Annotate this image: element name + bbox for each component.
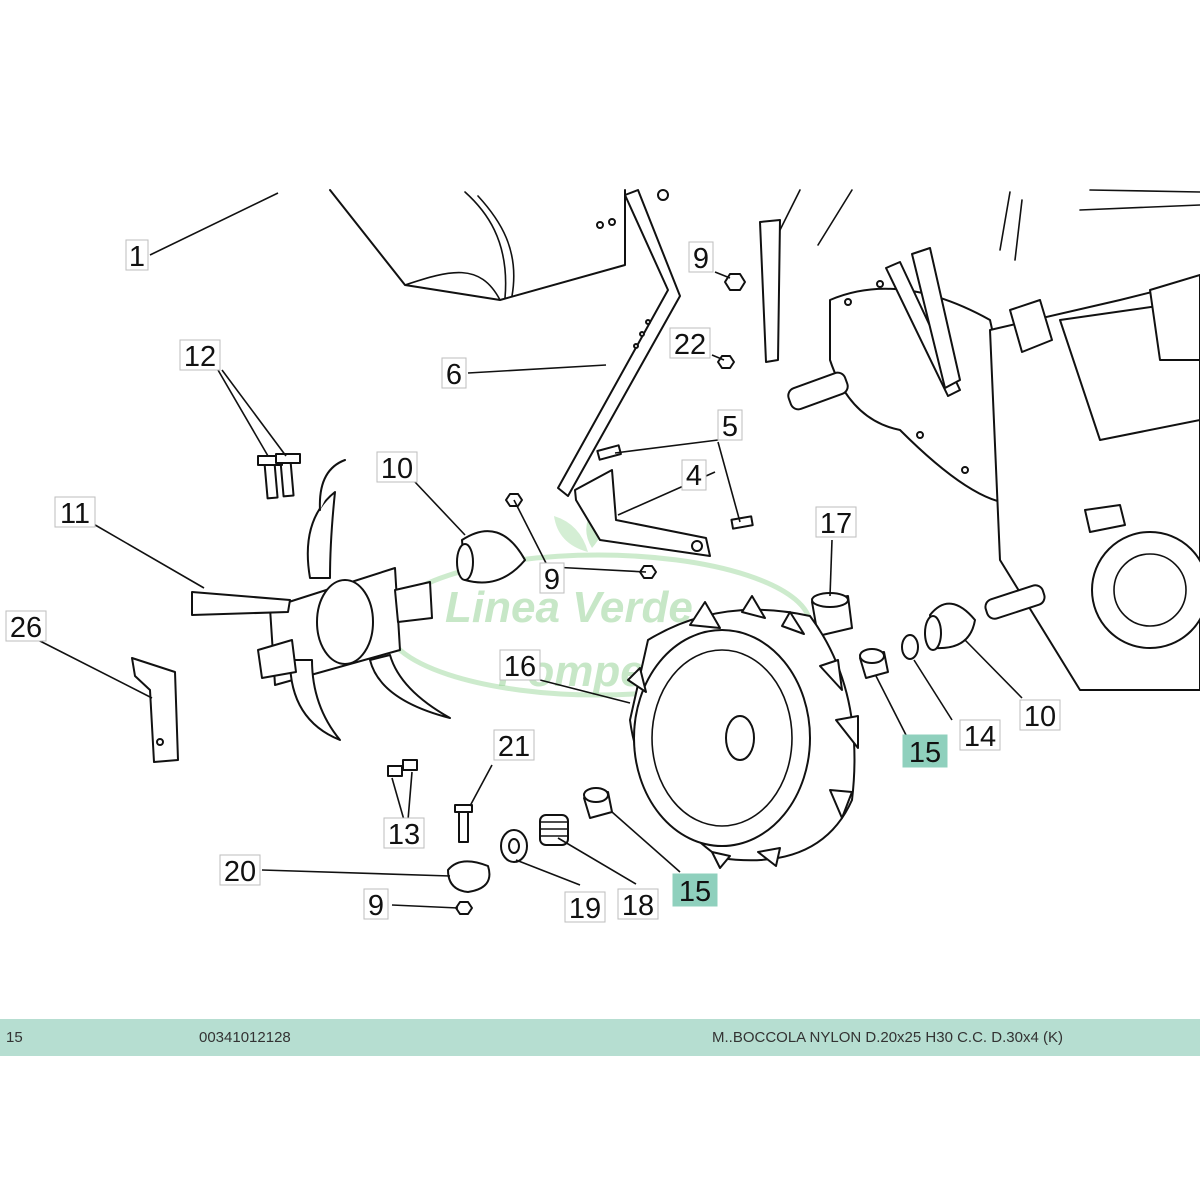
callout-label: 12 [184,341,216,373]
callout-label: 1 [129,241,145,273]
part-spring-18 [539,814,569,846]
part-blade-26 [131,657,179,763]
callout-label: 10 [1024,701,1056,733]
part-wheel-16 [627,595,859,869]
callout-9: 9 [363,888,389,922]
callout-15-highlighted[interactable]: 15 [672,873,718,908]
callout-label: 15 [679,876,711,908]
callout-label: 9 [544,564,560,596]
part-hub-cap-right [924,602,976,651]
callout-label: 20 [224,856,256,888]
callout-label: 17 [820,508,852,540]
callout-4: 4 [681,459,707,492]
part-description: M..BOCCOLA NYLON D.20x25 H30 C.C. D.30x4… [712,1029,1063,1046]
callout-16: 16 [499,649,541,683]
part-code: 00341012128 [199,1029,291,1046]
part-tine-assembly [191,459,451,741]
callout-label: 13 [388,819,420,851]
callout-26: 26 [5,610,47,644]
callout-11: 11 [54,496,96,530]
callout-14: 14 [959,719,1001,753]
callout-21: 21 [493,729,535,763]
callout-label: 9 [368,890,384,922]
part-cap-20 [447,860,491,893]
leader-lines [37,192,1023,909]
callout-label: 19 [569,893,601,925]
part-shield [329,189,669,301]
callout-label: 9 [693,243,709,275]
part-pin-21 [454,804,473,843]
callout-label: 4 [686,460,702,492]
callout-18: 18 [617,888,659,922]
callout-20: 20 [219,854,261,888]
callout-1: 1 [125,239,149,273]
part-bolts-12 [257,453,301,500]
callout-13: 13 [383,817,425,851]
callout-label: 15 [909,737,941,769]
callout-label: 6 [446,359,462,391]
callout-5: 5 [717,409,743,443]
part-bolts-5 [596,444,754,530]
part-bracket [574,469,711,557]
callout-10: 10 [1019,699,1061,733]
callout-label: 21 [498,731,530,763]
callout-12: 12 [179,339,221,373]
callout-15-highlighted[interactable]: 15 [902,734,948,769]
callout-9: 9 [539,562,565,596]
part-washer-14 [901,634,919,660]
part-bushing-15-lower [583,787,613,819]
part-washer-19 [500,829,528,863]
part-bushing-15-upper [859,648,889,679]
part-bolts-13 [387,759,418,777]
callout-label: 18 [622,890,654,922]
part-info-bar[interactable]: 15 00341012128 M..BOCCOLA NYLON D.20x25 … [0,1019,1200,1056]
callout-label: 10 [381,453,413,485]
callout-label: 16 [504,651,536,683]
callout-6: 6 [441,357,467,391]
watermark-line-1: Linea Verde [445,583,693,632]
part-engine-assembly [759,189,1200,691]
part-depth-bar [557,189,681,497]
callout-label: 5 [722,411,738,443]
callout-label: 26 [10,612,42,644]
callout-label: 14 [964,721,996,753]
part-hub-cap-left [456,530,526,584]
callout-17: 17 [815,506,857,540]
callout-label: 22 [674,329,706,361]
callout-9: 9 [688,241,714,275]
part-ref-number: 15 [6,1029,23,1046]
callout-label: 11 [60,498,90,530]
callout-19: 19 [564,891,606,925]
callout-10: 10 [376,451,418,485]
callout-22: 22 [669,327,711,361]
